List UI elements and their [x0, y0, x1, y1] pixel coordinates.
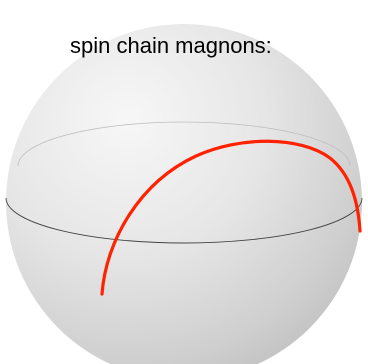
sphere — [6, 24, 362, 364]
magnon-arc — [100, 139, 362, 296]
equator-line — [5, 197, 363, 244]
back-latitude-circle — [17, 121, 351, 167]
caption-label: spin chain magnons: — [70, 33, 272, 58]
